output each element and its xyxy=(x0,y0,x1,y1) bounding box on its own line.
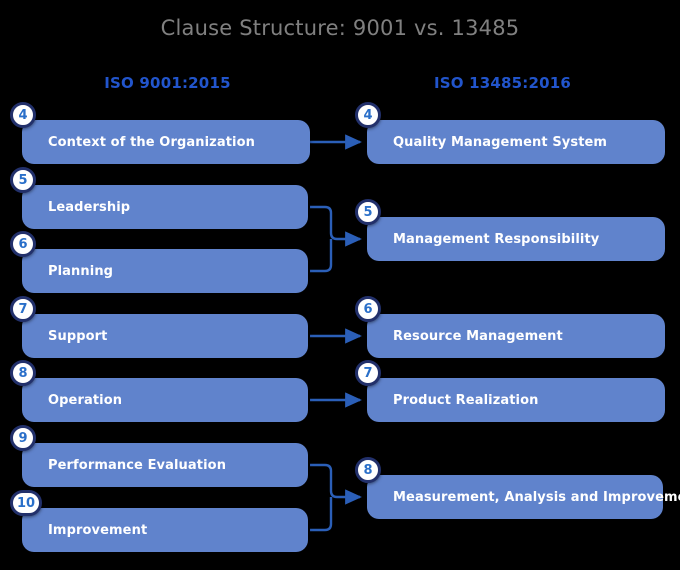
node-iso9001-5[interactable]: 5 Leadership xyxy=(10,167,308,229)
page-title: Clause Structure: 9001 vs. 13485 xyxy=(160,16,520,40)
clause-badge: 10 xyxy=(10,490,42,516)
column-header-iso9001: ISO 9001:2015 xyxy=(104,74,231,92)
node-iso9001-9[interactable]: 9 Performance Evaluation xyxy=(10,425,308,487)
node-iso13485-8[interactable]: 8 Measurement, Analysis and Improvement xyxy=(355,457,680,519)
node-label: Resource Management xyxy=(393,329,563,344)
connector-9-10-to-8-lower xyxy=(310,497,333,532)
clause-badge: 6 xyxy=(355,296,381,322)
node-iso13485-7[interactable]: 7 Product Realization xyxy=(355,360,665,422)
node-iso9001-7[interactable]: 7 Support xyxy=(10,296,308,358)
clause-badge: 8 xyxy=(355,457,381,483)
clause-badge: 5 xyxy=(355,199,381,225)
node-iso9001-10[interactable]: 10 Improvement xyxy=(10,490,308,552)
node-label: Improvement xyxy=(48,523,148,538)
clause-badge: 4 xyxy=(10,102,36,128)
clause-badge: 7 xyxy=(10,296,36,322)
node-iso9001-6[interactable]: 6 Planning xyxy=(10,231,308,293)
column-header-iso13485: ISO 13485:2016 xyxy=(433,74,572,92)
node-iso9001-4[interactable]: 4 Context of the Organization xyxy=(10,102,310,164)
clause-badge: 9 xyxy=(10,425,36,451)
connector-9-10-to-8 xyxy=(310,463,362,505)
connector-5-6-to-5-lower xyxy=(310,239,333,273)
node-iso13485-6[interactable]: 6 Resource Management xyxy=(355,296,665,358)
node-label: Management Responsibility xyxy=(393,232,600,247)
clause-badge: 7 xyxy=(355,360,381,386)
clause-badge: 6 xyxy=(10,231,36,257)
node-label: Quality Management System xyxy=(393,135,608,150)
node-label: Measurement, Analysis and Improvement xyxy=(393,490,680,505)
clause-badge: 4 xyxy=(355,102,381,128)
node-label: Leadership xyxy=(48,200,131,215)
node-label: Planning xyxy=(48,264,114,279)
connector-5-6-to-5 xyxy=(310,205,362,247)
clause-badge: 5 xyxy=(10,167,36,193)
clause-badge: 8 xyxy=(10,360,36,386)
node-label: Support xyxy=(48,329,108,344)
node-label: Product Realization xyxy=(393,393,539,408)
node-label: Performance Evaluation xyxy=(48,458,227,473)
node-iso13485-5[interactable]: 5 Management Responsibility xyxy=(355,199,665,261)
node-iso9001-8[interactable]: 8 Operation xyxy=(10,360,308,422)
node-label: Operation xyxy=(48,393,123,408)
node-iso13485-4[interactable]: 4 Quality Management System xyxy=(355,102,665,164)
node-label: Context of the Organization xyxy=(48,135,255,150)
